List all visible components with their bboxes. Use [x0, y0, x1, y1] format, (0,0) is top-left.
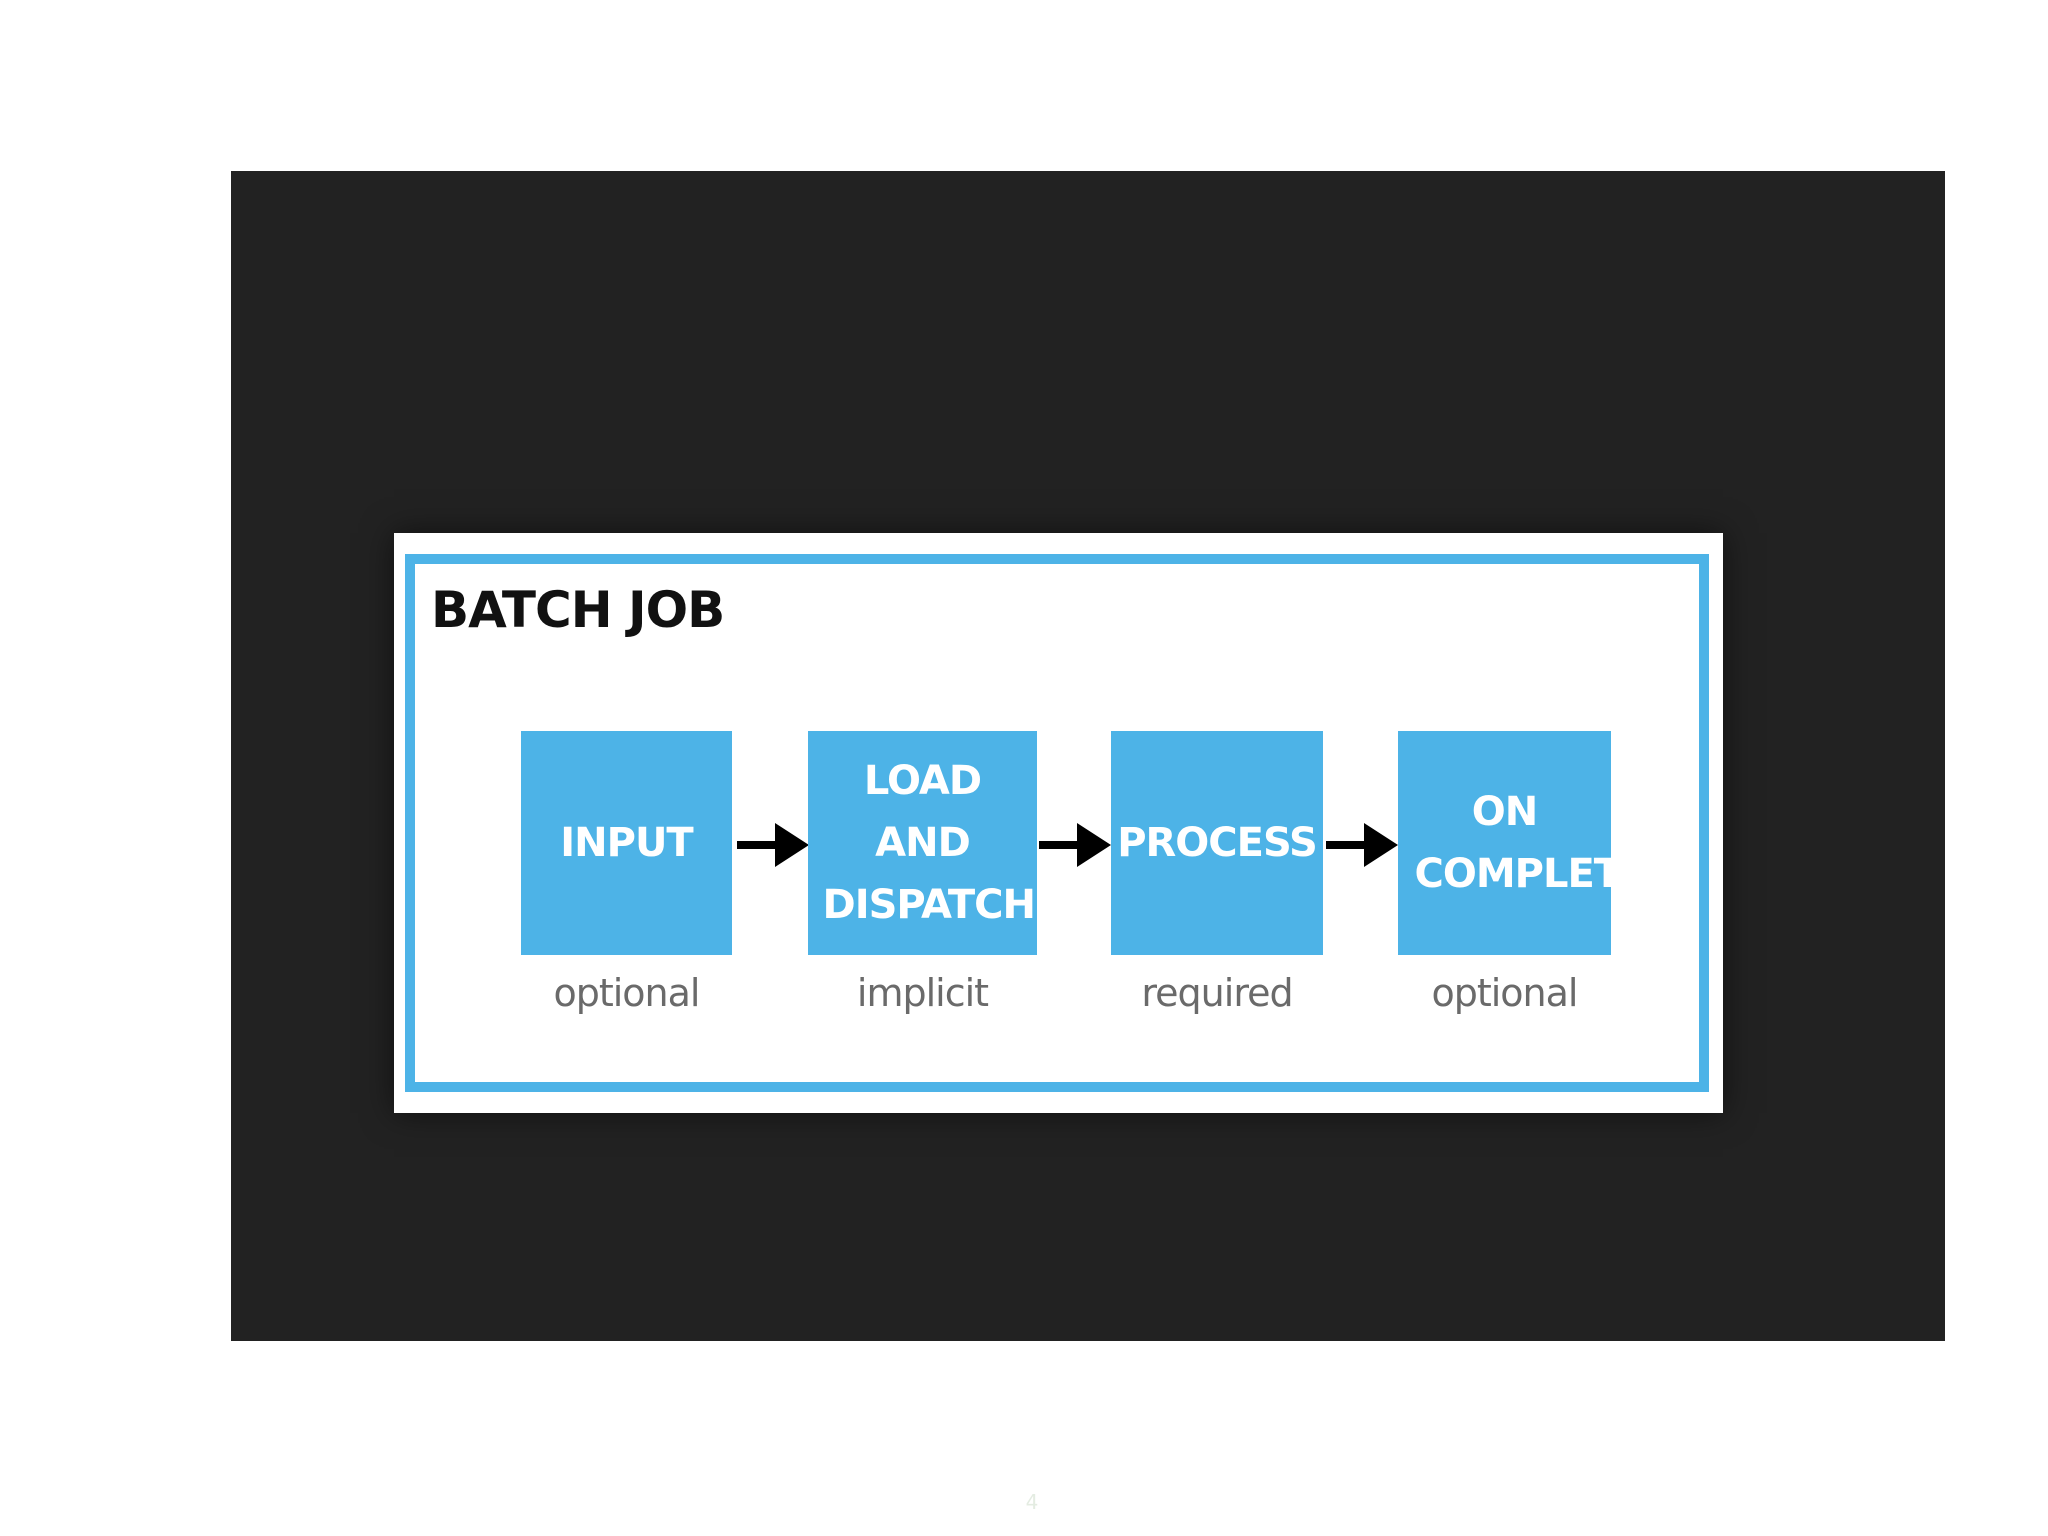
arrow-right-icon	[1039, 823, 1111, 867]
step-input-label: INPUT	[560, 820, 693, 866]
step-on-complete-label: ON COMPLETE	[1414, 789, 1648, 897]
step-load-and-dispatch-note: implicit	[856, 971, 989, 1015]
step-load-and-dispatch-label: LOAD AND DISPATCH	[822, 758, 1037, 928]
step-input-note: optional	[553, 971, 700, 1015]
diagram-title: BATCH JOB	[431, 581, 725, 639]
arrow-right-icon	[737, 823, 809, 867]
step-process-note: required	[1141, 971, 1293, 1015]
step-load-and-dispatch: LOAD AND DISPATCH	[808, 731, 1037, 955]
step-process: PROCESS	[1111, 731, 1323, 955]
page-number: 4	[1025, 1490, 1039, 1514]
step-process-label: PROCESS	[1117, 820, 1318, 866]
step-on-complete: ON COMPLETE	[1398, 731, 1648, 955]
step-input: INPUT	[521, 731, 732, 955]
arrow-right-icon	[1326, 823, 1398, 867]
step-on-complete-note: optional	[1431, 971, 1578, 1015]
